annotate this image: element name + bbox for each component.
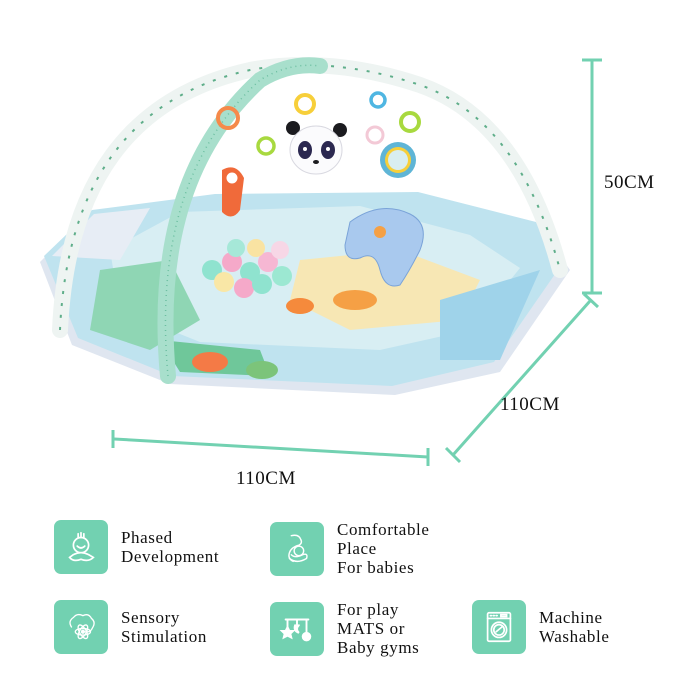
height-dimension-label: 50CM — [604, 172, 655, 193]
feature-label-line: For play — [337, 600, 399, 619]
baby-mobile-icon — [270, 601, 324, 656]
feature-label-line: Place — [337, 539, 377, 558]
feature-play-mats: For play MATS or Baby gyms — [270, 600, 419, 657]
feature-sensory-stimulation: Sensory Stimulation — [54, 600, 207, 654]
baby-face-icon — [54, 520, 108, 574]
feature-label-line: MATS or — [337, 619, 405, 638]
feature-label-line: Machine — [539, 608, 603, 627]
mother-holding-baby-icon — [270, 521, 324, 576]
feature-label-line: Sensory — [121, 608, 180, 627]
feature-label-line: Comfortable — [337, 520, 430, 539]
feature-machine-washable: Machine Washable — [472, 600, 609, 654]
feature-label-line: Baby gyms — [337, 638, 420, 657]
feature-label-line: Washable — [539, 627, 610, 646]
width-dimension-label: 110CM — [236, 468, 296, 489]
feature-comfortable-place: Comfortable Place For babies — [270, 520, 430, 577]
product-image — [40, 57, 602, 466]
feature-phased-development: Phased Development — [54, 520, 219, 574]
feature-label-line: For babies — [337, 558, 415, 577]
feature-label-line: Stimulation — [121, 627, 207, 646]
feature-label-line: Phased — [121, 528, 173, 547]
brain-atom-icon — [54, 600, 108, 654]
feature-label-line: Development — [121, 547, 220, 566]
washing-machine-icon — [472, 600, 526, 654]
depth-dimension-label: 110CM — [500, 394, 560, 415]
